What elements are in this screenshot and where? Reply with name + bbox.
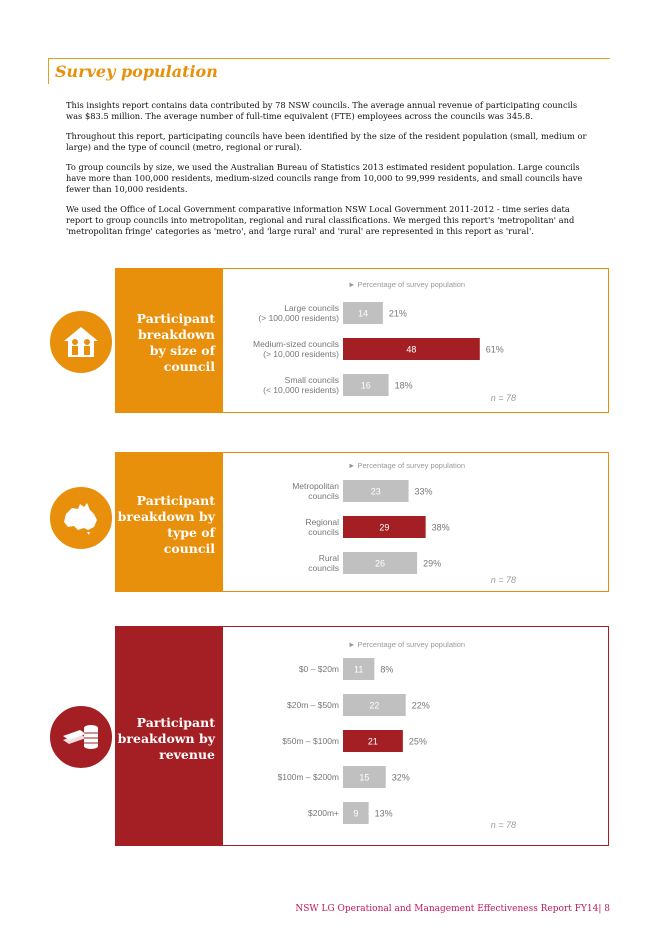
chart-percent-label: 32%	[392, 773, 410, 783]
intro-paragraph: We used the Office of Local Government c…	[66, 204, 575, 236]
chart-value-label: 29	[379, 523, 389, 533]
panel-label-block: Participant breakdown by revenue	[116, 627, 223, 845]
chart-size: ► Percentage of survey population 14 21% La…	[253, 280, 516, 403]
chart-category-label: councils	[308, 527, 339, 537]
chart-bar	[343, 802, 369, 824]
chart-n-label: n = 78	[491, 575, 516, 585]
chart-bar	[343, 694, 406, 716]
intro-paragraph: To group councils by size, we used the A…	[66, 162, 583, 194]
panel-label-line: Participant	[136, 715, 215, 730]
chart-bar	[343, 730, 403, 752]
australia-map-icon	[47, 484, 115, 552]
chart-bar	[343, 658, 375, 680]
chart-category-label: $50m – $100m	[282, 736, 339, 746]
panel-label-line: breakdown by	[117, 509, 215, 524]
chart-percent-label: 21%	[389, 309, 407, 319]
chart-bar	[343, 480, 409, 502]
chart-category-label: (> 100,000 residents)	[258, 313, 339, 323]
chart-category-label: $0 – $20m	[299, 664, 339, 674]
panel-size: Participant breakdown by size of council…	[115, 268, 609, 413]
chart-percent-label: 25%	[409, 737, 427, 747]
chart-value-label: 48	[406, 345, 416, 355]
chart-bar	[343, 338, 480, 360]
header-rule	[48, 58, 610, 59]
chart-category-label: (> 10,000 residents)	[263, 349, 339, 359]
chart-category-label: Medium-sized councils	[253, 339, 339, 349]
chart-percent-label: 61%	[486, 345, 504, 355]
chart-category-label: Metropolitan	[292, 481, 339, 491]
panel-label: Participant breakdown by revenue	[118, 715, 215, 763]
panel-label-line: revenue	[159, 747, 215, 762]
chart-percent-label: 13%	[375, 809, 393, 819]
intro-paragraph: Throughout this report, participating co…	[66, 131, 587, 152]
chart-bar	[343, 516, 426, 538]
chart-percent-label: 22%	[412, 701, 430, 711]
page-footer: NSW LG Operational and Management Effect…	[295, 904, 610, 914]
chart-category-label: Large councils	[284, 303, 339, 313]
page-title: Survey population	[55, 62, 218, 81]
chart-category-label: (< 10,000 residents)	[263, 385, 339, 395]
chart-category-label: councils	[308, 563, 339, 573]
intro-text: This insights report contains data contr…	[66, 100, 596, 246]
panel-label-line: by size of	[149, 343, 215, 358]
chart-category-label: $20m – $50m	[287, 700, 339, 710]
panel-label-block: Participant breakdown by type of council	[116, 453, 223, 591]
intro-paragraph: This insights report contains data contr…	[66, 100, 578, 121]
panel-label-line: breakdown by	[117, 731, 215, 746]
chart-category-label: councils	[308, 491, 339, 501]
panel-label-line: Participant	[136, 493, 215, 508]
chart-category-label: Regional	[305, 517, 339, 527]
chart-legend: ► Percentage of survey population	[348, 461, 465, 470]
panel-label-line: breakdown	[138, 327, 215, 342]
house-family-icon	[47, 308, 115, 376]
chart-legend: ► Percentage of survey population	[348, 280, 465, 289]
chart-percent-label: 38%	[432, 523, 450, 533]
panel-label-block: Participant breakdown by size of council	[116, 269, 223, 412]
chart-value-label: 22	[369, 701, 379, 711]
chart-bar	[343, 766, 386, 788]
chart-legend: ► Percentage of survey population	[348, 640, 465, 649]
header-rule-vertical	[48, 58, 49, 84]
chart-value-label: 21	[368, 737, 378, 747]
chart-value-label: 14	[358, 309, 368, 319]
chart-revenue: ► Percentage of survey population 11 8% $0 …	[278, 640, 516, 830]
chart-category-label: Rural	[319, 553, 339, 563]
chart-bar	[343, 552, 418, 574]
chart-percent-label: 18%	[395, 381, 413, 391]
chart-category-label: Small councils	[285, 375, 339, 385]
chart-value-label: 16	[361, 381, 371, 391]
chart-bar	[343, 302, 383, 324]
chart-bar	[343, 374, 389, 396]
panel-label-line: Participant	[136, 311, 215, 326]
chart-category-label: $200m+	[308, 808, 339, 818]
panel-label-line: council	[163, 359, 215, 374]
chart-value-label: 15	[359, 773, 369, 783]
panel-label: Participant breakdown by size of council	[137, 311, 215, 375]
chart-value-label: 26	[375, 559, 385, 569]
chart-n-label: n = 78	[491, 820, 516, 830]
chart-n-label: n = 78	[491, 393, 516, 403]
chart-value-label: 11	[354, 665, 363, 675]
chart-value-label: 23	[371, 487, 381, 497]
chart-value-label: 9	[353, 809, 358, 819]
panel-label: Participant breakdown by type of council	[116, 493, 215, 557]
panel-revenue: Participant breakdown by revenue ► Perce…	[115, 626, 609, 846]
chart-type: ► Percentage of survey population 23 33% Me…	[292, 461, 516, 585]
chart-percent-label: 8%	[380, 665, 393, 675]
panel-type: Participant breakdown by type of council…	[115, 452, 609, 592]
chart-category-label: $100m – $200m	[278, 772, 339, 782]
coin-stack-icon	[47, 703, 115, 771]
chart-percent-label: 29%	[423, 559, 441, 569]
chart-percent-label: 33%	[415, 487, 433, 497]
panel-label-line: type of council	[163, 525, 215, 556]
